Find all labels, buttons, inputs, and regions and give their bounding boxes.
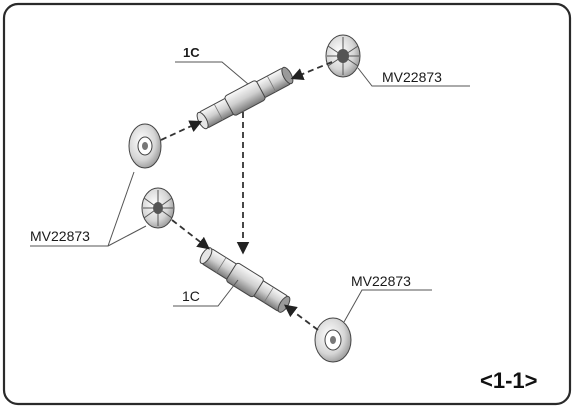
bottom-left-insert-arrow: [171, 219, 210, 250]
bottom-right-seal-label: MV22873: [351, 273, 411, 289]
bottom-right-disc: [314, 317, 352, 363]
top-shaft-leader: [175, 61, 249, 85]
bottom-right-insert-arrow: [283, 304, 319, 331]
bottom-left-seal: [141, 187, 175, 229]
left-callout-label: MV22873: [30, 228, 90, 244]
bottom-shaft-leader: [173, 279, 239, 307]
top-right-seal-leader: [357, 67, 470, 87]
bottom-assembly: 1C MV22873: [141, 187, 432, 363]
top-assembly: 1C MV22873: [128, 34, 470, 169]
top-shaft-label: 1C: [183, 45, 200, 60]
figure-id: <1-1>: [480, 368, 538, 393]
top-right-seal: [325, 34, 361, 78]
top-right-insert-arrow: [290, 61, 333, 81]
top-left-disc: [128, 123, 162, 169]
bottom-right-seal-leader: [343, 289, 432, 323]
left-callout-leader-b: [107, 225, 147, 247]
bottom-shaft: [199, 247, 291, 313]
figure-frame: [2, 2, 572, 406]
left-callout: MV22873: [30, 171, 147, 247]
bottom-shaft-label: 1C: [182, 288, 200, 304]
top-shaft: [196, 66, 294, 130]
top-left-insert-arrow: [160, 120, 203, 141]
top-right-seal-label: MV22873: [382, 69, 442, 85]
